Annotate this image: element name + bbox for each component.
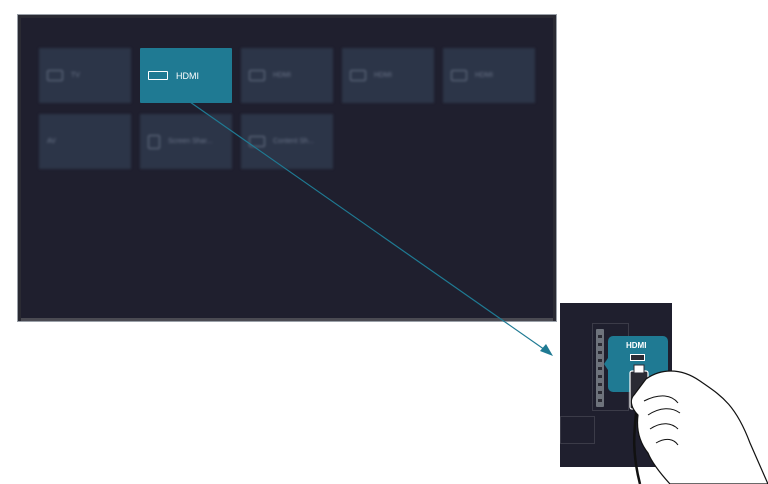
tile-label: HDMI (475, 72, 493, 79)
tv-screen: TV HDMI HDMI HDMI HDMI AV Screen Shar...… (17, 14, 557, 322)
tile-tv[interactable]: TV (39, 48, 131, 103)
hdmi-icon (451, 70, 467, 81)
hdmi-port-label: HDMI (626, 341, 647, 350)
tile-av[interactable]: AV (39, 114, 131, 169)
hdmi-icon (249, 70, 265, 81)
tile-label: Content Sh... (273, 138, 314, 145)
tile-label: HDMI (273, 72, 291, 79)
tile-content-share[interactable]: Content Sh... (241, 114, 333, 169)
hdmi-port-icon (630, 354, 645, 361)
tile-label: HDMI (374, 72, 392, 79)
hdmi-icon (148, 71, 168, 80)
tile-label: TV (71, 72, 80, 79)
panel-box (560, 416, 595, 444)
tile-hdmi[interactable]: HDMI (342, 48, 434, 103)
tile-hdmi[interactable]: HDMI (443, 48, 535, 103)
screen-share-icon (148, 134, 160, 149)
tv-rear-panel-inset: HDMI (560, 303, 672, 467)
tile-label: Screen Shar... (168, 138, 213, 145)
content-share-icon (249, 136, 265, 147)
port-strip (596, 329, 604, 407)
tile-hdmi[interactable]: HDMI (241, 48, 333, 103)
tile-label: HDMI (176, 70, 199, 81)
tile-screen-share[interactable]: Screen Shar... (140, 114, 232, 169)
tile-hdmi-selected[interactable]: HDMI (140, 48, 232, 103)
tv-icon (47, 70, 63, 81)
tile-label: AV (47, 138, 56, 145)
hdmi-icon (350, 70, 366, 81)
